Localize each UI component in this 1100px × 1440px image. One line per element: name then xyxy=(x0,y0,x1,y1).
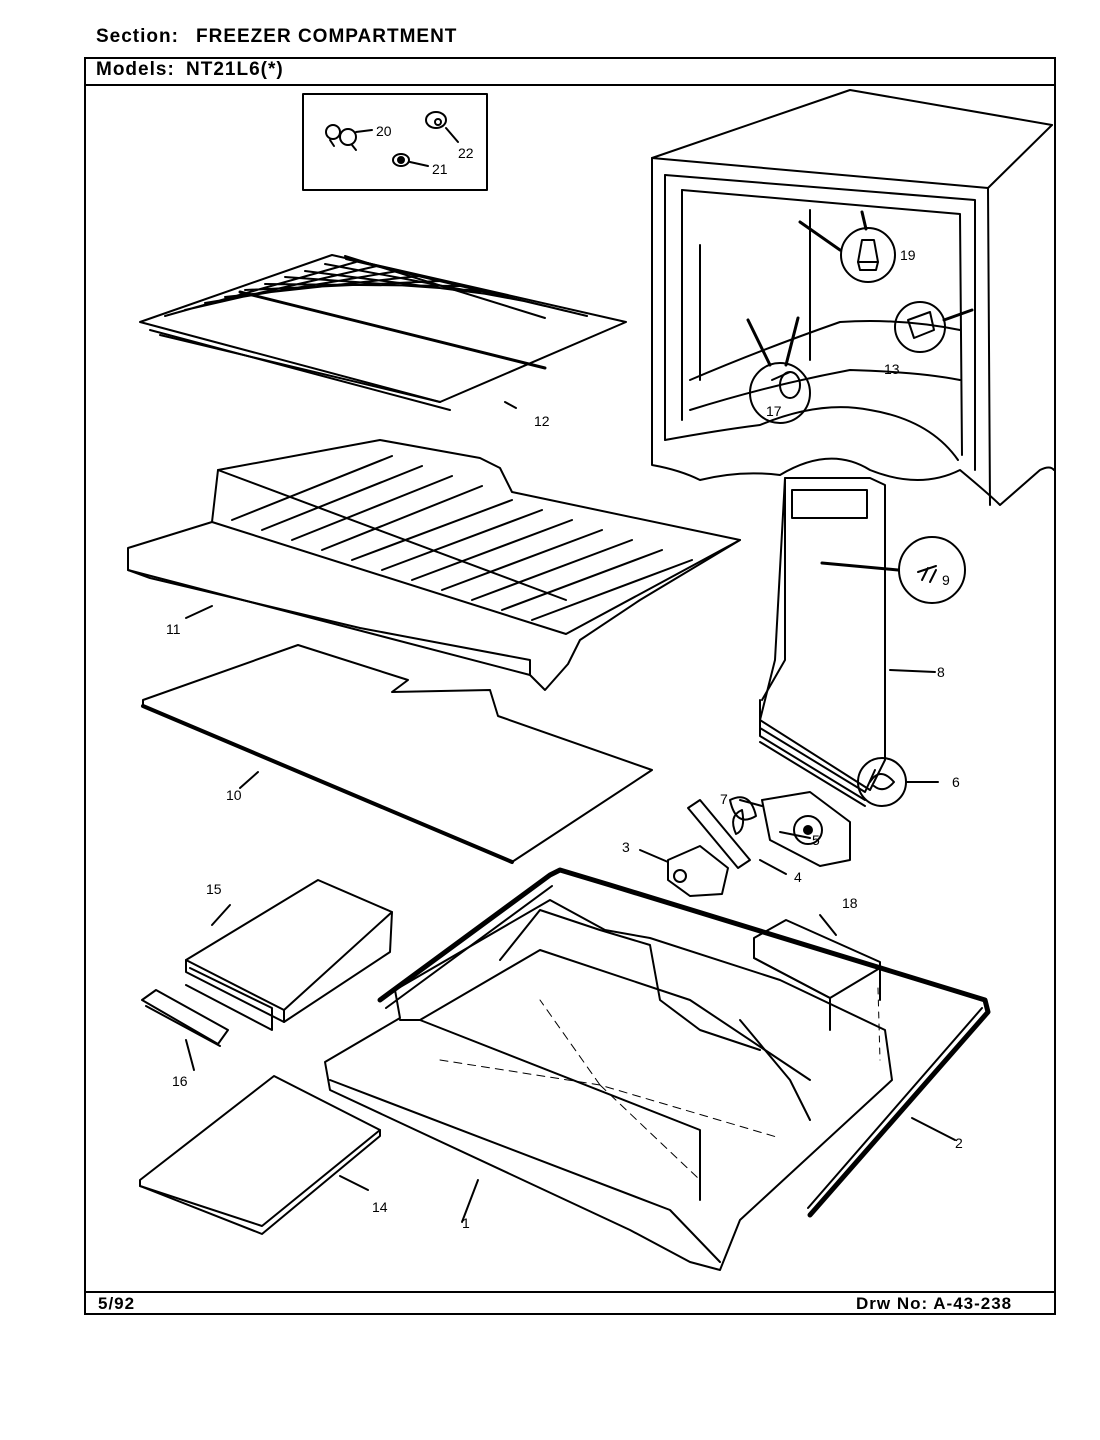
small-parts-inset xyxy=(302,93,488,191)
drawer-frame xyxy=(753,914,881,1031)
callout-10: 10 xyxy=(226,787,242,803)
callout-1: 1 xyxy=(462,1215,470,1231)
diagram-frame xyxy=(84,57,1056,1315)
callout-9: 9 xyxy=(942,572,950,588)
models-value: NT21L6(*) xyxy=(186,59,284,80)
main-tray xyxy=(324,899,893,1271)
footer-date: 5/92 xyxy=(98,1294,136,1313)
callout-11: 11 xyxy=(166,621,181,637)
callout-18: 18 xyxy=(842,895,858,911)
freezer-cabinet xyxy=(651,89,1055,506)
evaporator-cover xyxy=(759,477,966,807)
drawing-number: Drw No: A-43-238 xyxy=(856,1294,1013,1313)
callout-17: 17 xyxy=(766,403,782,419)
callout-13: 13 xyxy=(884,361,900,377)
callout-16: 16 xyxy=(172,1073,188,1089)
callout-3: 3 xyxy=(622,839,630,855)
callout-19: 19 xyxy=(900,247,916,263)
wire-shelf xyxy=(139,254,627,411)
callout-2: 2 xyxy=(955,1135,963,1151)
footer-divider xyxy=(84,1291,1056,1293)
callout-12: 12 xyxy=(534,413,550,429)
header-divider xyxy=(84,84,1056,86)
gasket xyxy=(377,867,991,1218)
callout-8: 8 xyxy=(937,664,945,680)
strip-part xyxy=(141,989,229,1071)
callout-22: 22 xyxy=(458,145,474,161)
freezer-shelf xyxy=(127,439,741,691)
ice-bin xyxy=(185,879,393,1031)
callout-21: 21 xyxy=(432,161,448,177)
section-label: Section: xyxy=(96,26,179,47)
fan-assembly xyxy=(639,757,939,897)
callout-7: 7 xyxy=(720,791,728,807)
callout-5: 5 xyxy=(812,832,820,848)
callout-4: 4 xyxy=(794,869,802,885)
models-label: Models: xyxy=(96,59,175,80)
callout-20: 20 xyxy=(376,123,392,139)
callout-6: 6 xyxy=(952,774,960,790)
ice-tray xyxy=(139,1075,381,1235)
cover-panel xyxy=(141,644,653,864)
callout-15: 15 xyxy=(206,881,222,897)
callout-14: 14 xyxy=(372,1199,388,1215)
section-value: FREEZER COMPARTMENT xyxy=(196,26,458,47)
